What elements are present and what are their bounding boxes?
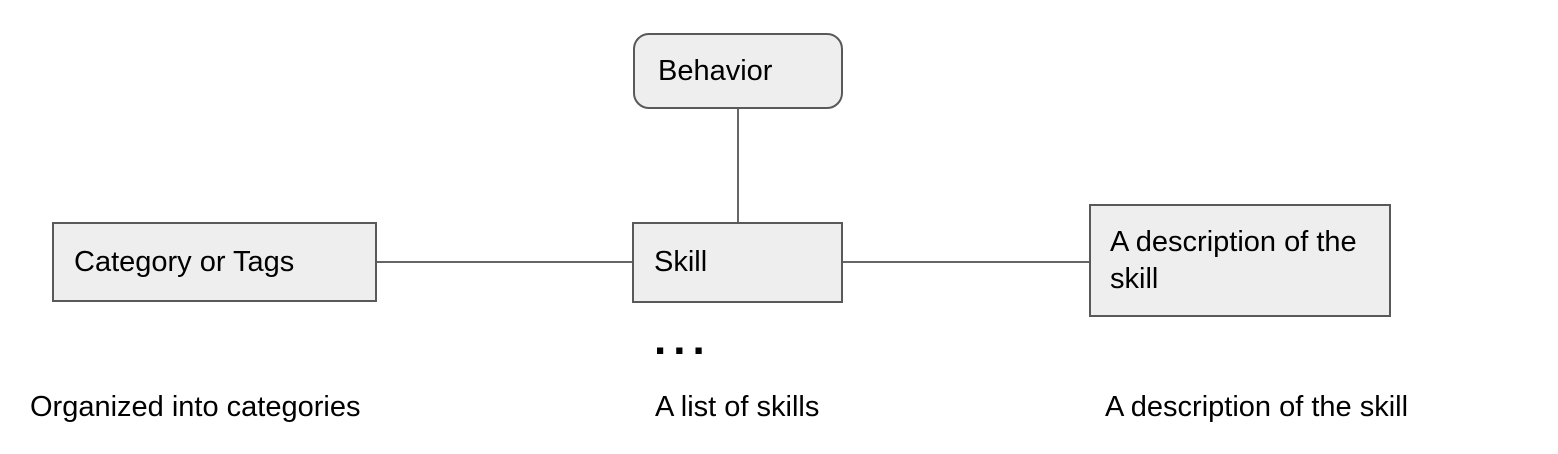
ellipsis-more-skills: ... bbox=[654, 315, 712, 364]
caption-a-description-of-the-skill: A description of the skill bbox=[1105, 391, 1409, 423]
node-description-label: A description of the skill bbox=[1110, 225, 1357, 295]
caption-a-list-of-skills: A list of skills bbox=[655, 391, 820, 423]
node-skill-label: Skill bbox=[654, 246, 708, 278]
node-description: A description of the skill bbox=[1089, 204, 1391, 317]
node-behavior: Behavior bbox=[633, 33, 843, 109]
connector-category-skill bbox=[377, 261, 632, 263]
node-category-or-tags: Category or Tags bbox=[52, 222, 377, 302]
node-behavior-label: Behavior bbox=[658, 54, 773, 87]
connector-behavior-skill bbox=[737, 109, 739, 222]
node-skill: Skill bbox=[632, 222, 843, 303]
connector-skill-description bbox=[843, 261, 1089, 263]
node-category-or-tags-label: Category or Tags bbox=[74, 245, 295, 278]
caption-organized-into-categories: Organized into categories bbox=[30, 391, 361, 423]
